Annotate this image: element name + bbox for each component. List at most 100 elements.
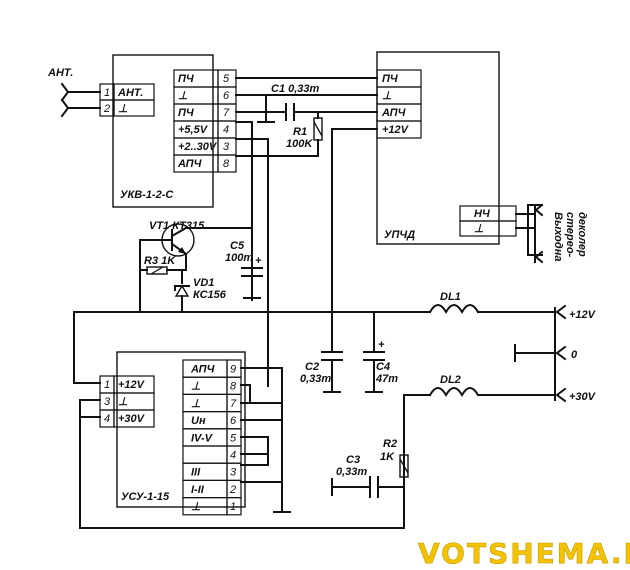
terminal-12v xyxy=(555,304,567,320)
c2-value: 0,33m xyxy=(300,373,331,385)
r2-body xyxy=(399,454,409,478)
c4-plus: + xyxy=(378,339,385,351)
upchd-module-label: УПЧД xyxy=(384,229,415,241)
usu-left-pin-number: 3 xyxy=(104,396,111,408)
stereo-label-2: стерео- xyxy=(564,212,576,258)
usu-right-pin-number: 7 xyxy=(230,398,237,410)
upchd-out-pin-cell xyxy=(459,220,517,237)
usu-right-pin-number: 4 xyxy=(230,450,236,462)
usu-right-pin-label: I-II xyxy=(191,484,205,496)
ukv-out-pin-label: АПЧ xyxy=(177,158,202,170)
c1-label: C1 0,33m xyxy=(271,83,320,95)
ukv-out-pin-label: ПЧ xyxy=(178,73,194,85)
usu-module: УСУ-1-15 xyxy=(116,351,246,508)
out-0-label: 0 xyxy=(571,349,578,361)
ukv-out-pin-number: 8 xyxy=(223,158,230,170)
terminal-30v xyxy=(555,387,567,403)
r1-body xyxy=(313,117,323,141)
stereo-label-1: Выходна xyxy=(552,212,564,261)
usu-right-pin-label-cell xyxy=(182,445,228,464)
capacitor-c1: C1 0,33m xyxy=(271,83,320,121)
upchd-input-pins: ПЧ⊥АПЧ+12V xyxy=(376,69,422,139)
ukv-in-pin-number: 1 xyxy=(104,87,110,99)
upchd-pin-label: ⊥ xyxy=(382,90,392,102)
usu-left-pin-label: ⊥ xyxy=(118,396,128,408)
usu-right-pin-number: 8 xyxy=(230,381,237,393)
usu-right-pin-label-cell xyxy=(182,393,228,413)
vd1-zener xyxy=(174,284,190,297)
ukv-in-pin-number: 2 xyxy=(103,103,110,115)
usu-left-pin-number: 1 xyxy=(104,379,110,391)
r1-value: 100K xyxy=(286,138,313,150)
dl2-label: DL2 xyxy=(440,374,461,386)
c4-value: 47m xyxy=(375,373,398,385)
ukv-out-pin-number: 3 xyxy=(223,141,230,153)
c5-value: 100m xyxy=(225,252,253,264)
upchd-out-pin-label: НЧ xyxy=(474,208,490,220)
voltage-regulator: VT1 КТ315 R3 1K VD1 КС156 + C5 100m xyxy=(139,121,269,313)
upchd-module-outline xyxy=(376,51,500,245)
upchd-pin-label: +12V xyxy=(382,124,410,136)
usu-right-pin-number: 2 xyxy=(229,484,236,496)
usu-right-pin-label: Uн xyxy=(191,415,206,427)
ukv-module-outline xyxy=(112,54,214,208)
usu-right-pin-label: АПЧ xyxy=(190,364,215,376)
usu-right-pin-number: 1 xyxy=(230,501,236,513)
power-bus: DL1 C2 0,33m + C4 47m DL2 +12V 0 + xyxy=(73,291,597,529)
c2-name: C2 xyxy=(305,361,319,373)
usu-right-pin-number: 5 xyxy=(230,432,237,444)
stereo-plug-bottom xyxy=(534,250,544,264)
c5-name: C5 xyxy=(230,240,245,252)
resistor-r1: R1 100K xyxy=(286,117,323,150)
vt1-emitter-arrow xyxy=(178,247,186,254)
ukv-out-pin-label: ⊥ xyxy=(178,90,188,102)
r2-value: 1K xyxy=(380,451,395,463)
ukv-out-pin-label: +2..30V xyxy=(178,141,218,153)
dl2-inductor xyxy=(428,387,480,398)
upchd-out-pin-label: ⊥ xyxy=(474,223,484,235)
vd1-name: VD1 xyxy=(193,277,214,289)
tuning-network: R2 1K C3 0,33m xyxy=(331,438,409,498)
ukv-out-pin-number: 4 xyxy=(223,124,229,136)
dl1-label: DL1 xyxy=(440,291,461,303)
usu-right-pin-num-cell xyxy=(226,497,242,516)
usu-right-pin-number: 9 xyxy=(230,364,236,376)
stereo-output: Выходна стерео- деколер xyxy=(515,203,588,264)
usu-right-pin-label: ⊥ xyxy=(191,501,201,513)
if-wiring xyxy=(235,77,378,316)
terminal-0 xyxy=(555,345,567,361)
usu-right-pin-number: 6 xyxy=(230,415,237,427)
antenna-label: АНТ. xyxy=(47,67,73,79)
usu-right-pin-label-cell xyxy=(182,376,228,396)
watermark-logo: VOTSHEMA.RU xyxy=(418,537,630,570)
out-12v-label: +12V xyxy=(569,309,597,321)
usu-left-pin-label: +12V xyxy=(118,379,146,391)
usu-right-pin-label: ⊥ xyxy=(191,381,201,393)
vt1-collector xyxy=(170,226,188,238)
r2-name: R2 xyxy=(383,438,397,450)
ukv-out-pin-number: 5 xyxy=(223,73,230,85)
ukv-out-pin-label: ПЧ xyxy=(178,107,194,119)
usu-right-pin-number: 3 xyxy=(230,467,237,479)
usu-module-label: УСУ-1-15 xyxy=(121,491,170,503)
usu-right-pin-label-cell xyxy=(182,479,228,499)
upchd-pin-label: ПЧ xyxy=(382,73,398,85)
stereo-plug-top xyxy=(534,203,544,217)
r3-label: R3 1K xyxy=(144,255,176,267)
usu-right-pin-label: ⊥ xyxy=(191,398,201,410)
ukv-module: УКВ-1-2-С xyxy=(112,54,214,208)
ukv-in-pin-label: ⊥ xyxy=(118,103,128,115)
usu-right-pin-label: IV-V xyxy=(191,432,214,444)
dl1-inductor xyxy=(428,304,480,315)
ukv-in-pin-label-cell xyxy=(113,99,155,117)
usu-module-outline xyxy=(116,351,246,508)
c4-name: C4 xyxy=(376,361,390,373)
antenna-connector: АНТ. xyxy=(47,67,101,118)
usu-wiring xyxy=(79,311,405,529)
usu-right-pin-label-cell xyxy=(182,462,228,482)
